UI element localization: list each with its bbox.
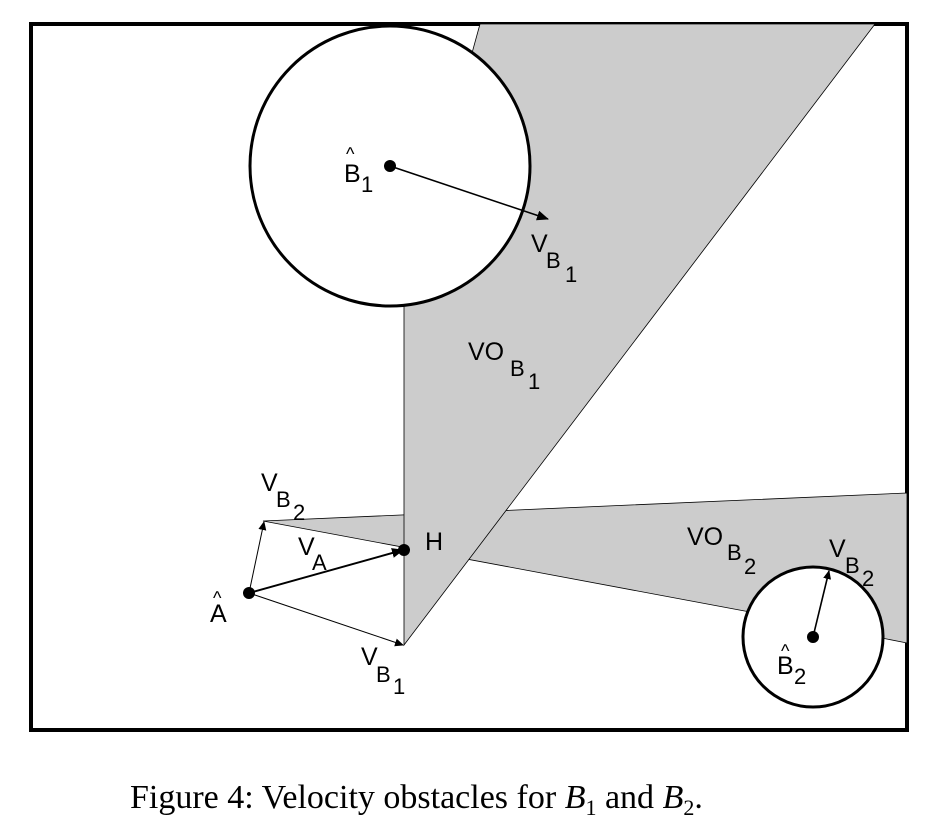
b1-center-dot [384,160,396,172]
caption-prefix: Figure 4: Velocity obstacles for [130,779,565,816]
b2-label: B [777,652,794,680]
va-arrow [248,548,404,594]
h-point-dot [398,544,410,556]
va-label: V [298,533,315,561]
a-center-dot [243,587,255,599]
b1-label: B [344,160,361,188]
vo-b2-label: VO [687,523,723,551]
vb1-arrow-from-a [248,592,404,647]
caption-b2: B [663,779,684,816]
b1-hat: ^ [346,144,355,164]
figure-caption: Figure 4: Velocity obstacles for B1 and … [130,779,703,820]
vo-b2-label-sub: B [727,540,742,565]
vb2-label-left: V [261,469,278,497]
b2-center-dot [807,631,819,643]
vb2-label-left-sub: B [276,487,291,512]
vb2-label-right: V [829,535,846,563]
va-label-sub: A [312,550,327,575]
b2-hat: ^ [781,641,790,661]
caption-b2-sub: 2 [683,795,694,820]
vb2-label-right-sub: B [845,553,860,578]
vo-b1-label-sub: B [510,356,525,381]
vb2-label-left-subsub: 2 [293,500,305,525]
vb2-arrow-from-a [248,521,267,594]
caption-suffix: . [694,779,703,816]
vb2-arrow-from-b2 [812,570,832,638]
vb1-arrow-from-b1 [389,165,549,221]
b2-label-sub: 2 [794,664,806,689]
vb1-label-bottom: V [361,643,378,671]
vo-b1-label-subsub: 1 [528,369,540,394]
vb1-label-top-sub: B [546,248,561,273]
vb1-label-top-subsub: 1 [565,262,577,287]
vb1-label-bottom-sub: B [376,662,391,687]
vb2-label-right-subsub: 2 [862,566,874,591]
a-label: A [210,600,227,628]
vo-b1-label: VO [468,338,504,366]
h-label: H [425,528,443,556]
b1-label-sub: 1 [361,172,373,197]
caption-b1-sub: 1 [585,795,596,820]
vb1-label-bottom-subsub: 1 [393,674,405,699]
vb1-label-top: V [531,230,548,258]
vo-b2-label-subsub: 2 [744,554,756,579]
caption-and: and [596,779,662,816]
a-hat: ^ [213,588,222,608]
caption-b1: B [565,779,586,816]
